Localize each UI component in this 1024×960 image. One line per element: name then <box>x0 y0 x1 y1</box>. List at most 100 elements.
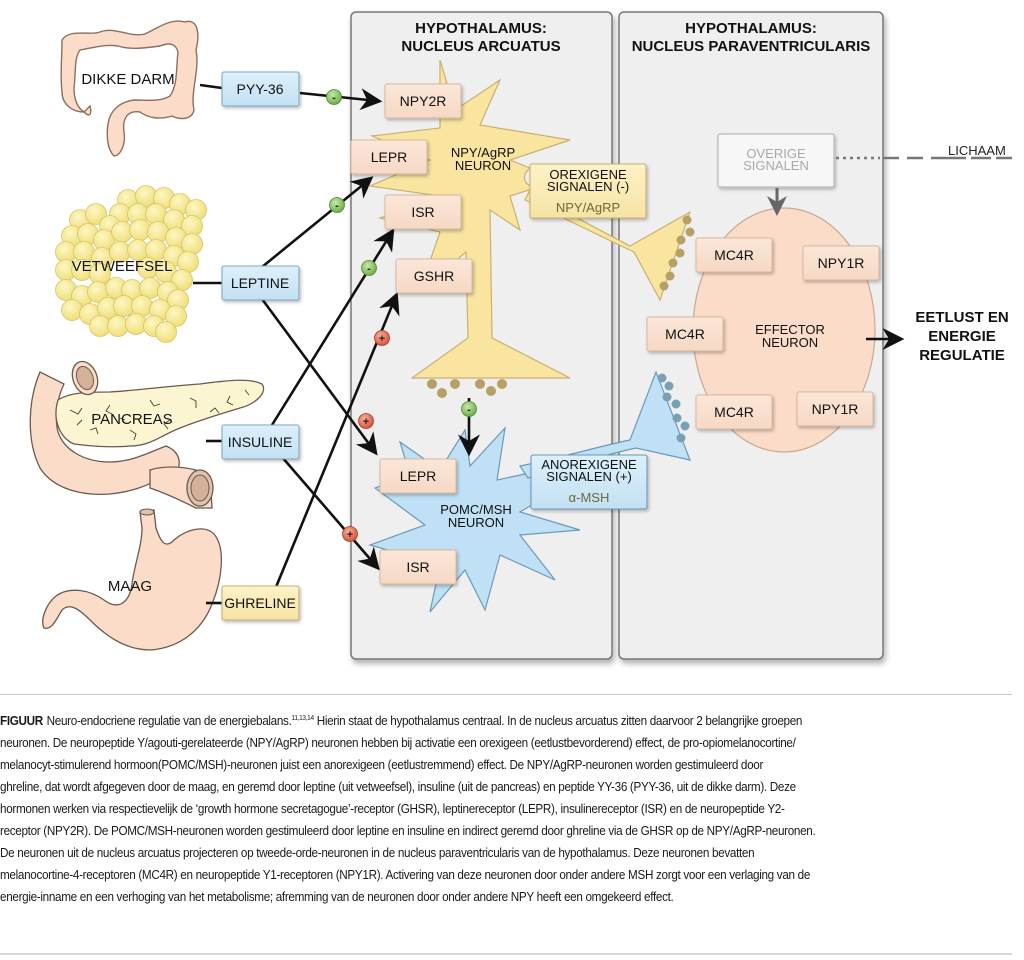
pancreas-illustration: PANCREAS <box>29 360 265 509</box>
arrow-leptine-to-lepr-bottom <box>260 298 378 456</box>
inhibit-glyph: - <box>335 200 339 212</box>
caption-line-6: receptor (NPY2R). De POMC/MSH-neuronen w… <box>0 824 816 838</box>
receptor-label-mc4r-3: MC4R <box>714 404 754 420</box>
fat-cell <box>155 321 177 343</box>
caption-line-9: energie-inname en een verhoging van het … <box>0 890 674 904</box>
colon-shape <box>60 20 199 157</box>
inhibit-glyph: - <box>332 92 336 104</box>
effector-neuron-label-1: EFFECTOR <box>755 322 825 337</box>
receptor-label-lepr-top: LEPR <box>371 149 408 165</box>
panel-title-paraventricularis-line2: NUCLEUS PARAVENTRICULARIS <box>632 38 871 55</box>
panel-title-arcuatus-line1: HYPOTHALAMUS: <box>415 20 547 37</box>
stimulate-glyph: + <box>379 333 385 345</box>
energy-balance-diagram: HYPOTHALAMUS: NUCLEUS ARCUATUS HYPOTHALA… <box>29 11 1012 660</box>
npy-agrp-neuron-label-2: NEURON <box>455 158 511 173</box>
output-label-line3: REGULATIE <box>919 347 1005 364</box>
fat-cell <box>61 299 83 321</box>
receptor-label-isr-bottom: ISR <box>406 559 429 575</box>
organ-label-pancreas: PANCREAS <box>91 411 172 428</box>
arrow-ghreline-to-gshr <box>274 291 400 588</box>
caption-line-3: melanocyt-stimulerend hormoon(POMC/MSH)-… <box>0 758 764 772</box>
arrow-insuline-to-isr-bottom <box>281 456 380 571</box>
npy-agrp-terminal-vesicles <box>427 379 507 398</box>
effector-neuron-label-2: NEURON <box>762 335 818 350</box>
npy-agrp-neuron-label-1: NPY/AgRP <box>451 145 515 160</box>
orexigene-signalen-box: OREXIGENE SIGNALEN (-) NPY/AgRP <box>529 163 647 219</box>
receptor-mc4r-3: MC4R <box>695 394 773 430</box>
stomach-illustration: MAAG <box>42 508 223 651</box>
orexigene-sub: NPY/AgRP <box>556 200 620 215</box>
hormone-box-ghreline: GHRELINE <box>221 585 300 621</box>
organ-label-dikke-darm: DIKKE DARM <box>81 71 174 88</box>
receptor-lepr-top: LEPR <box>350 139 428 175</box>
receptor-lepr-bottom: LEPR <box>379 458 457 494</box>
receptor-boxes: NPY2R LEPR ISR GSHR LEPR ISR MC4R NPY1R <box>350 83 880 585</box>
pomc-msh-neuron-label-2: NEURON <box>448 515 504 530</box>
stimulate-marker-insuline-pomc: + <box>342 526 358 542</box>
output-label-line1: EETLUST EN <box>915 309 1008 326</box>
receptor-label-mc4r-1: MC4R <box>714 247 754 263</box>
receptor-mc4r-1: MC4R <box>695 237 773 273</box>
stimulate-glyph: + <box>363 416 369 428</box>
overige-signalen-box: OVERIGE SIGNALEN <box>717 133 835 188</box>
receptor-isr-top: ISR <box>384 194 462 230</box>
hormone-box-leptine: LEPTINE <box>221 265 300 301</box>
panel-title-arcuatus-line2: NUCLEUS ARCUATUS <box>401 38 560 55</box>
organ-hormone-connectors <box>193 83 223 605</box>
stimulate-marker-ghreline: + <box>374 330 390 346</box>
arrow-leptine-to-lepr-top <box>261 176 374 269</box>
lichaam-label: LICHAAM <box>948 143 1006 158</box>
output-label: EETLUST EN ENERGIE REGULATIE <box>915 309 1008 364</box>
organ-label-maag: MAAG <box>108 578 152 595</box>
fat-cell <box>165 305 187 327</box>
receptor-label-mc4r-2: MC4R <box>665 326 705 342</box>
inhibit-marker-npy-pomc: - <box>461 401 477 417</box>
receptor-isr-bottom: ISR <box>379 549 457 585</box>
fat-cell <box>85 203 107 225</box>
anorexigene-label-2: SIGNALEN (+) <box>546 469 632 484</box>
caption-title: Neuro-endocriene regulatie van de energi… <box>46 714 292 728</box>
hormone-label-leptine: LEPTINE <box>231 275 289 291</box>
fat-cell <box>181 233 203 255</box>
overige-signalen-label-1: OVERIGE <box>746 146 806 161</box>
receptor-mc4r-2: MC4R <box>646 316 724 352</box>
organ-label-vetweefsel: VETWEEFSEL <box>72 258 173 275</box>
pomc-msh-neuron-label-1: POMC/MSH <box>440 502 512 517</box>
receptor-label-npy1r-1: NPY1R <box>818 255 865 271</box>
adipose-tissue-illustration <box>55 185 207 343</box>
receptor-label-npy1r-2: NPY1R <box>812 401 859 417</box>
orexigene-label-2: SIGNALEN (-) <box>547 179 629 194</box>
caption-line-8: melanocortine-4-receptoren (MC4R) en neu… <box>0 868 811 882</box>
stimulate-glyph: + <box>347 529 353 541</box>
inhibit-glyph: - <box>467 404 471 416</box>
inhibit-marker-pyy: - <box>326 89 342 105</box>
caption-divider-top <box>0 694 1012 695</box>
caption-line-7: De neuronen uit de nucleus arcuatus proj… <box>0 846 755 860</box>
receptor-npy2r: NPY2R <box>384 83 462 119</box>
receptor-label-npy2r: NPY2R <box>400 93 447 109</box>
caption-references: 11,13,14 <box>291 715 315 722</box>
inhibit-marker-leptine-npy: - <box>329 197 345 213</box>
hormone-label-ghreline: GHRELINE <box>224 595 296 611</box>
receptor-label-isr-top: ISR <box>411 204 434 220</box>
receptor-npy1r-2: NPY1R <box>796 391 874 427</box>
overige-signalen-label-2: SIGNALEN <box>743 158 809 173</box>
caption-line-4: ghreline, dat wordt afgegeven door de ma… <box>0 780 796 794</box>
colon-illustration: DIKKE DARM <box>60 20 199 157</box>
output-label-line2: ENERGIE <box>928 328 996 345</box>
anorexigene-label-1: ANOREXIGENE <box>541 457 637 472</box>
hormone-label-insuline: INSULINE <box>228 434 293 450</box>
anorexigene-sub: α-MSH <box>569 490 610 505</box>
hormone-label-pyy: PYY-36 <box>237 81 284 97</box>
inhibit-marker-insuline-npy: - <box>361 260 377 276</box>
hormone-box-pyy: PYY-36 <box>221 71 300 107</box>
lichaam-connector: LICHAAM <box>836 143 1012 160</box>
panel-title-paraventricularis-line1: HYPOTHALAMUS: <box>685 20 817 37</box>
caption-text-1: Hierin staat de hypothalamus centraal. I… <box>313 714 803 728</box>
caption-lead: FIGUUR <box>0 714 43 728</box>
effect-markers: - - - + + + - <box>326 89 477 542</box>
inhibit-glyph: - <box>367 263 371 275</box>
anorexigene-signalen-box: ANOREXIGENE SIGNALEN (+) α-MSH <box>530 454 648 510</box>
